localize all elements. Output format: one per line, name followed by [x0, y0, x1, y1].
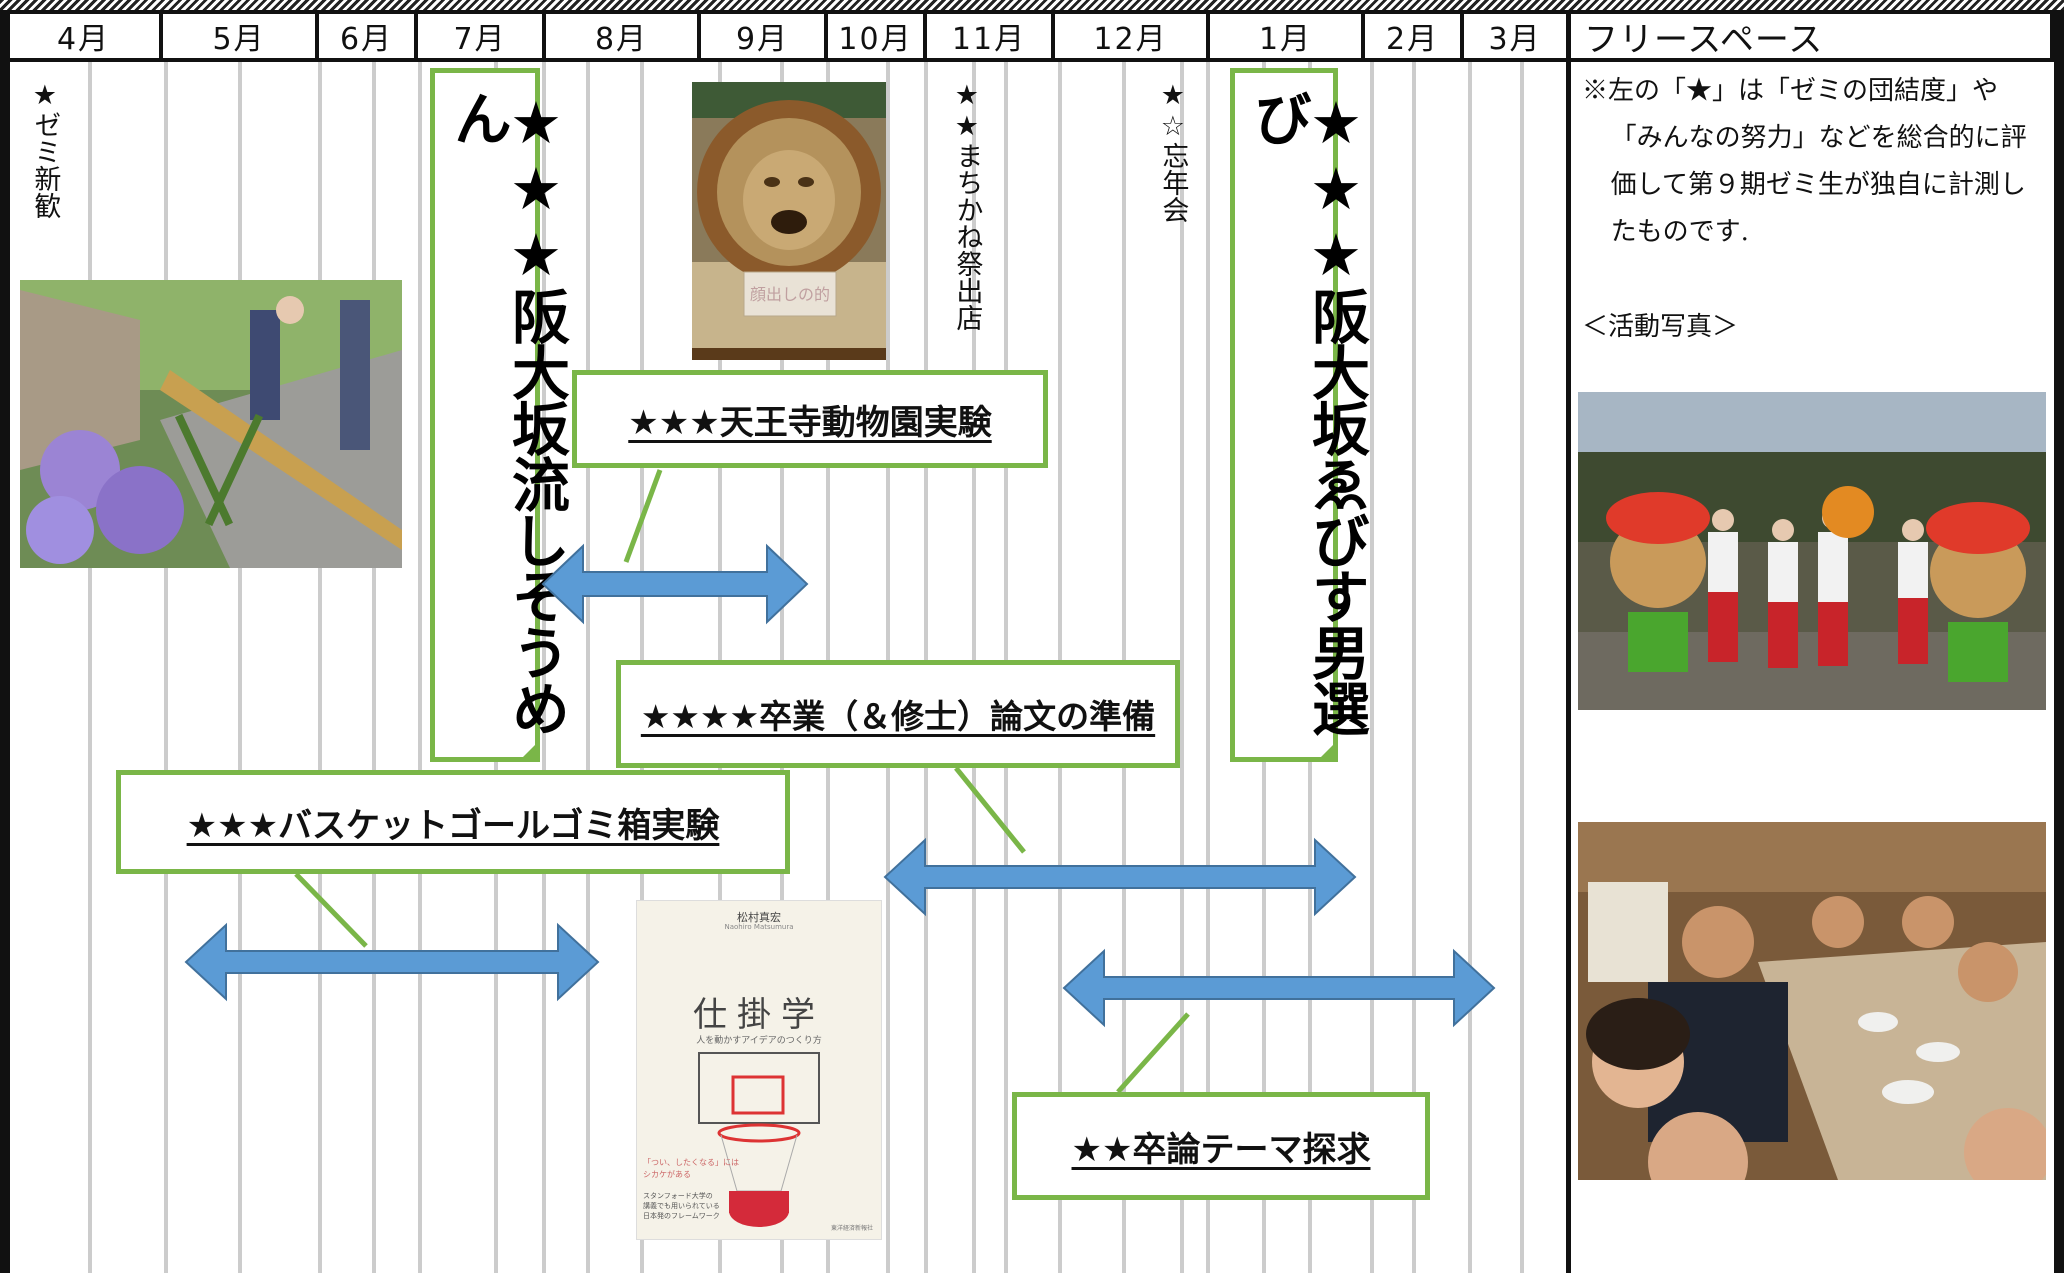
- grid-line: [238, 62, 242, 1273]
- book-author: 松村真宏: [737, 911, 781, 924]
- free-space-divider: [1566, 10, 1571, 1273]
- event-ebisu-label: ★★★阪大坂ゑびす男選び: [1244, 89, 1370, 735]
- grid-line: [1412, 62, 1416, 1273]
- grid-line: [1468, 62, 1472, 1273]
- book-blurb-1: スタンフォード大学の: [643, 1192, 713, 1200]
- grid-line: [164, 62, 168, 1273]
- event-box-theme: ★★卒論テーマ探求: [1012, 1092, 1430, 1200]
- photo-shinkan: [20, 280, 402, 568]
- book-catch-1: 「つい、したくなる」には: [643, 1158, 739, 1167]
- free-space-title: フリースペース: [1570, 10, 2054, 62]
- month-january: 1月: [1210, 10, 1365, 62]
- event-theme-label: ★★卒論テーマ探求: [1071, 1129, 1371, 1170]
- event-basket-label: ★★★バスケットゴールゴミ箱実験: [186, 805, 720, 846]
- note-text: ※左の「★」は「ゼミの団結度」や「みんなの努力」などを総合的に評価して第９期ゼミ…: [1582, 76, 2027, 247]
- event-thesis-prep-label: ★★★★卒業（＆修士）論文の準備: [640, 697, 1156, 736]
- month-may: 5月: [163, 10, 319, 62]
- event-shinkan: ★ゼミ新歓: [29, 80, 61, 219]
- event-box-basket: ★★★バスケットゴールゴミ箱実験: [116, 770, 790, 874]
- event-box-ebisu: ★★★阪大坂ゑびす男選び: [1230, 68, 1370, 762]
- month-march: 3月: [1464, 10, 1570, 62]
- book-cover: 松村真宏 Naohiro Matsumura 仕掛学 人を動かすアイデアのつくり…: [636, 900, 882, 1240]
- grid-line: [542, 62, 546, 1273]
- free-space-note: ※左の「★」は「ゼミの団結度」や「みんなの努力」などを総合的に評価して第９期ゼミ…: [1582, 68, 2042, 351]
- grid-line: [586, 62, 590, 1273]
- book-blurb-2: 講義でも用いられている: [643, 1202, 720, 1210]
- month-december: 12月: [1055, 10, 1210, 62]
- grid-line: [1520, 62, 1524, 1273]
- grid-line: [418, 62, 422, 1273]
- photo-mascots: [1578, 392, 2046, 710]
- book-blurb-3: 日本発のフレームワーク: [643, 1212, 720, 1220]
- month-october: 10月: [828, 10, 927, 62]
- month-july: 7月: [418, 10, 546, 62]
- grid-line: [318, 62, 322, 1273]
- month-february: 2月: [1365, 10, 1464, 62]
- grid-line: [1206, 62, 1210, 1273]
- month-june: 6月: [319, 10, 418, 62]
- event-box-somen: ★★★阪大坂流しそうめん: [430, 68, 570, 762]
- event-somen-label: ★★★阪大坂流しそうめん: [444, 89, 570, 735]
- grid-line: [88, 62, 92, 1273]
- month-april: 4月: [8, 10, 163, 62]
- event-box-tennoji: ★★★天王寺動物園実験: [572, 370, 1048, 468]
- grid-line: [1370, 62, 1374, 1273]
- book-subtitle: 人を動かすアイデアのつくり方: [696, 1036, 822, 1046]
- month-header: 4月 5月 6月 7月 8月 9月 10月 11月 12月 1月 2月 3月 フ…: [8, 10, 2054, 62]
- event-machikane: ★★まちかね祭出店: [951, 80, 983, 331]
- event-bonenkai: ★☆忘年会: [1157, 80, 1189, 223]
- book-publisher: 東洋経済新報社: [830, 1225, 873, 1232]
- event-tennoji-label: ★★★天王寺動物園実験: [628, 402, 992, 443]
- book-catch-2: シカケがある: [643, 1170, 691, 1179]
- top-border: [0, 0, 2064, 10]
- book-title: 仕掛学: [693, 995, 825, 1035]
- plaque-text: 顔出しの的: [750, 285, 830, 304]
- grid-line: [372, 62, 376, 1273]
- photo-lion-panel: 顔出しの的: [692, 82, 886, 360]
- photo-izakaya: [1578, 822, 2046, 1180]
- grid-line: [1180, 62, 1184, 1273]
- event-box-thesis-prep: ★★★★卒業（＆修士）論文の準備: [616, 660, 1180, 768]
- month-november: 11月: [927, 10, 1055, 62]
- month-august: 8月: [546, 10, 701, 62]
- book-author-roman: Naohiro Matsumura: [724, 923, 794, 931]
- month-september: 9月: [701, 10, 828, 62]
- photo-section-label: ＜活動写真＞: [1582, 312, 1739, 342]
